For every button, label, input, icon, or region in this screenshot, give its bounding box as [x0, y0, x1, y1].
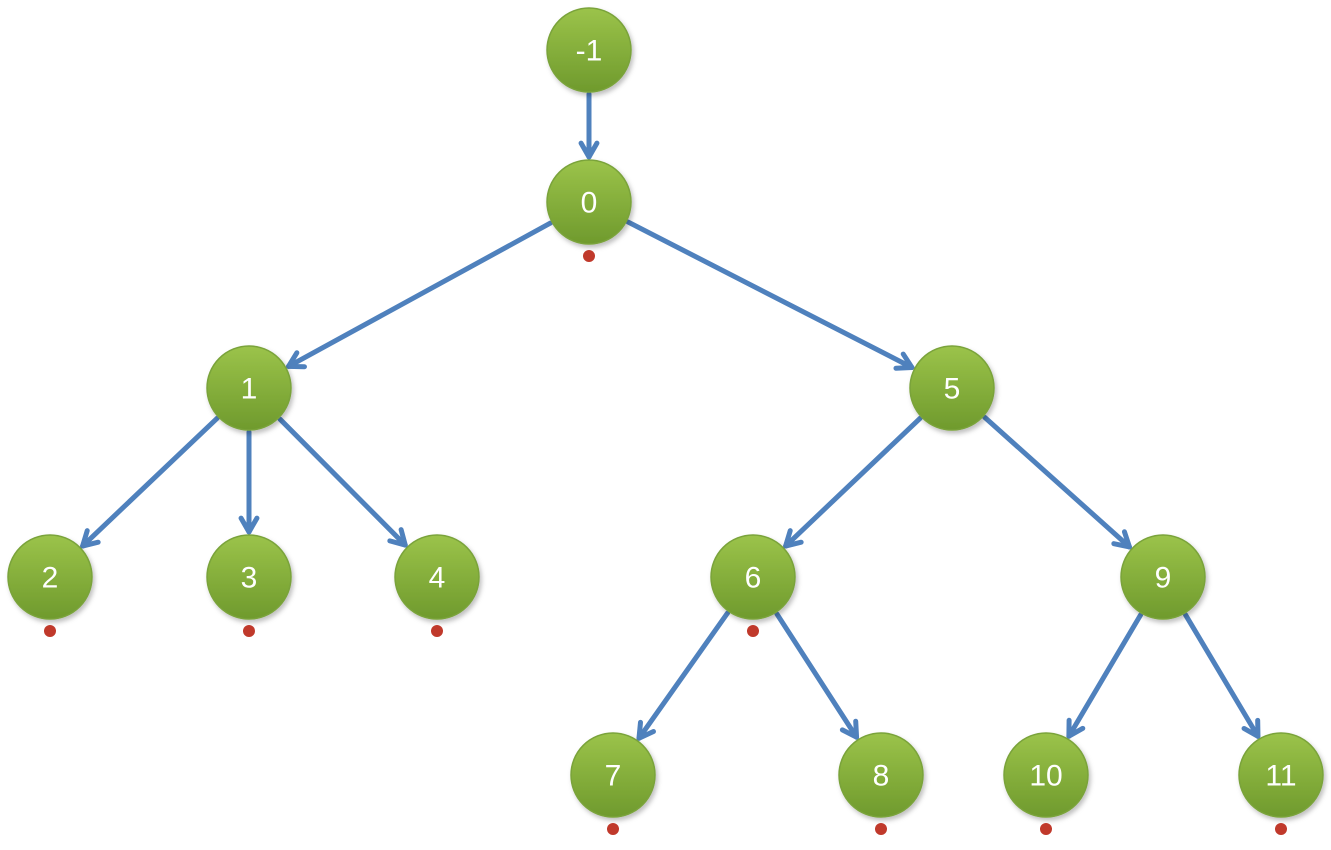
edge-line [636, 610, 731, 741]
node-marker-dot [1040, 823, 1052, 835]
edge-line [982, 414, 1132, 550]
edge-n1-to-n4 [277, 416, 408, 548]
arrowhead [839, 718, 860, 740]
edge-line [1066, 612, 1144, 739]
arrowhead [1111, 529, 1132, 550]
edge-n0-to-n1 [285, 220, 553, 370]
edge-line [80, 415, 220, 549]
node-circle [394, 534, 480, 620]
edge-n0-to-n5 [625, 219, 915, 371]
tree-node--1: -1 [546, 7, 632, 93]
node-circle [546, 159, 632, 245]
arrowhead [238, 515, 260, 535]
node-label: 0 [581, 187, 598, 220]
arrowhead [636, 719, 656, 741]
node-marker-dot [431, 625, 443, 637]
tree-node-4: 4 [394, 534, 480, 637]
node-label: 2 [42, 562, 59, 595]
node-label: 10 [1029, 760, 1062, 793]
tree-node-9: 9 [1120, 534, 1206, 620]
tree-node-2: 2 [7, 534, 93, 637]
node-circle [7, 534, 93, 620]
node-label: 3 [241, 562, 258, 595]
node-marker-dot [44, 625, 56, 637]
tree-node-6: 6 [710, 534, 796, 637]
arrowhead [893, 351, 915, 371]
edge-line [774, 611, 860, 740]
tree-node-1: 1 [206, 345, 292, 431]
node-circle [1120, 534, 1206, 620]
node-label: 4 [429, 562, 446, 595]
arrowhead [80, 528, 101, 549]
node-circle [206, 345, 292, 431]
node-label: 1 [241, 373, 258, 406]
node-label: 5 [944, 373, 961, 406]
tree-node-5: 5 [909, 345, 995, 431]
node-circle [909, 345, 995, 431]
node-label: 11 [1265, 760, 1296, 793]
edge-n9-to-n10 [1066, 612, 1144, 739]
arrowhead [387, 527, 408, 548]
edge-line [277, 416, 408, 548]
edge-line [783, 415, 923, 549]
node-marker-dot [747, 625, 759, 637]
edge-line [625, 219, 915, 370]
edge-n1-to-n2 [80, 415, 220, 549]
node-circle [1238, 732, 1324, 818]
tree-node-0: 0 [546, 159, 632, 262]
node-circle [838, 732, 924, 818]
edge-n1-to-n3 [238, 429, 260, 535]
tree-node-3: 3 [206, 534, 292, 637]
edge-n6-to-n7 [636, 610, 731, 741]
node-marker-dot [875, 823, 887, 835]
node-circle [570, 732, 656, 818]
edge-line [1183, 612, 1261, 739]
arrowhead [783, 528, 804, 549]
arrowhead [1066, 717, 1086, 739]
node-marker-dot [1275, 823, 1287, 835]
tree-node-7: 7 [570, 732, 656, 835]
nodes-layer: -1 0 1 5 2 3 4 6 9 7 8 10 11 [7, 7, 1324, 835]
edge-n5-to-n9 [982, 414, 1132, 550]
edges-layer [80, 91, 1261, 741]
node-label: 6 [745, 562, 762, 595]
node-marker-dot [583, 250, 595, 262]
edge-line [285, 220, 553, 369]
node-marker-dot [607, 823, 619, 835]
node-circle [1003, 732, 1089, 818]
node-circle [710, 534, 796, 620]
node-label: -1 [576, 35, 603, 68]
arrowhead [285, 350, 307, 370]
edge-n5-to-n6 [783, 415, 923, 549]
tree-node-10: 10 [1003, 732, 1089, 835]
node-marker-dot [243, 625, 255, 637]
edge-n6-to-n8 [774, 611, 860, 740]
node-circle [206, 534, 292, 620]
arrowhead [1241, 717, 1261, 739]
edge-n-1-to-n0 [578, 91, 600, 160]
node-label: 8 [873, 760, 890, 793]
arrowhead [578, 140, 600, 160]
tree-node-8: 8 [838, 732, 924, 835]
tree-node-11: 11 [1238, 732, 1324, 835]
node-label: 9 [1155, 562, 1172, 595]
node-label: 7 [605, 760, 622, 793]
node-circle [546, 7, 632, 93]
edge-n9-to-n11 [1183, 612, 1261, 739]
